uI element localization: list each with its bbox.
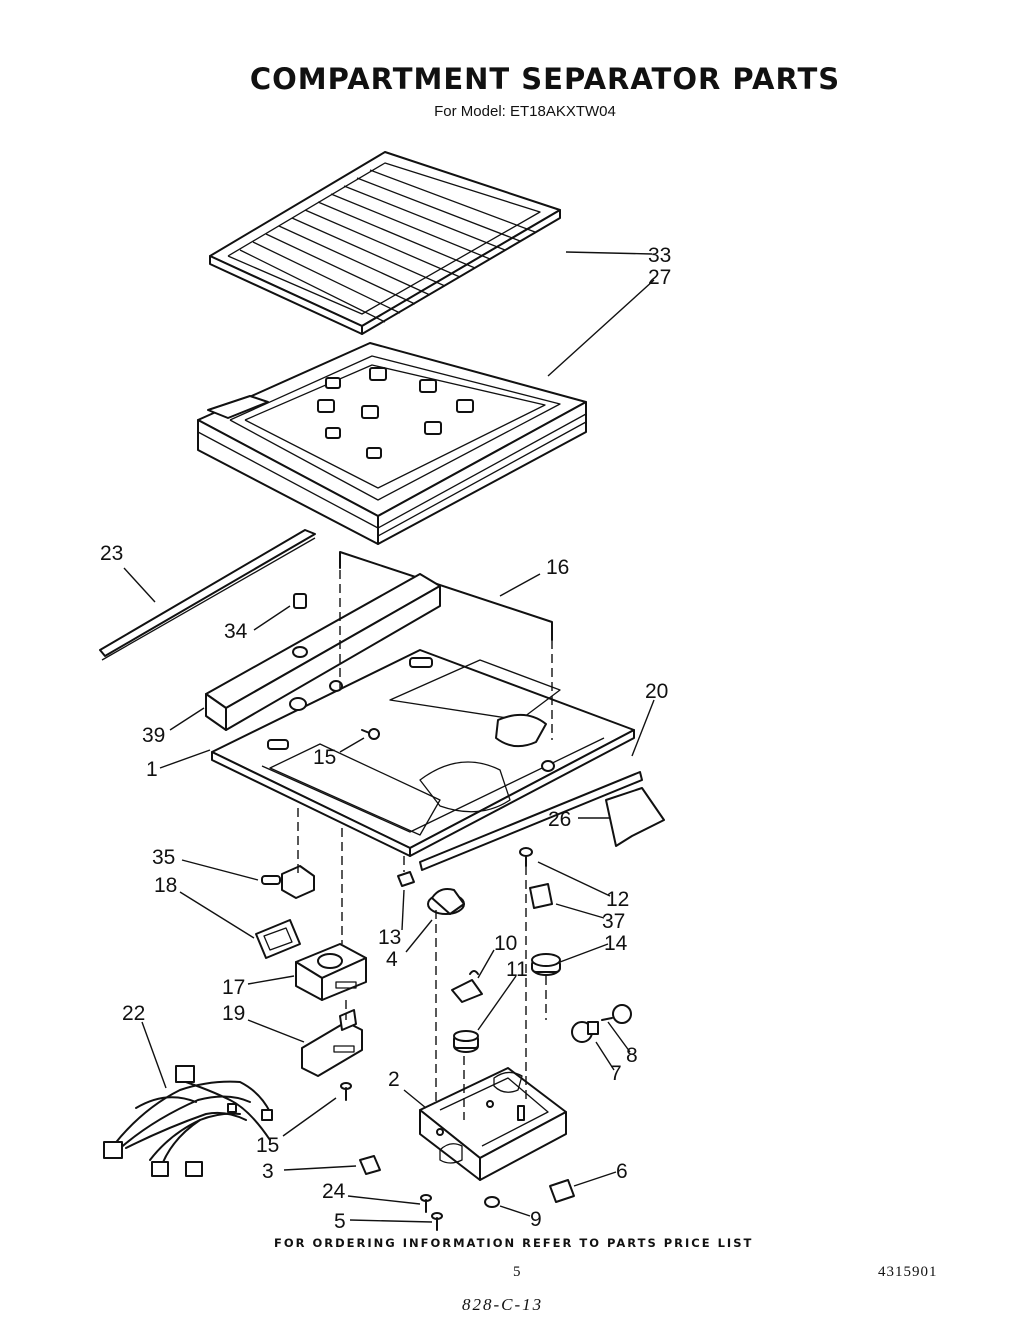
part-2-mounting-bracket <box>419 1067 567 1181</box>
callout-37: 37 <box>602 910 625 933</box>
callout-1: 1 <box>146 758 158 781</box>
alignment-lines <box>297 570 553 1120</box>
callout-16: 16 <box>546 556 569 579</box>
part-5-screw <box>431 1212 443 1231</box>
callout-3: 3 <box>262 1160 274 1183</box>
part-19-bracket <box>301 1009 363 1077</box>
callout-23: 23 <box>100 542 123 565</box>
callout-35: 35 <box>152 846 175 869</box>
part-13-clip <box>397 871 415 887</box>
part-37-plate <box>529 883 553 909</box>
part-3-clip <box>359 1155 381 1175</box>
callout-33: 33 <box>648 244 671 267</box>
callout-39: 39 <box>142 724 165 747</box>
part-16-wire <box>339 551 553 641</box>
callout-19: 19 <box>222 1002 245 1025</box>
part-39-foam-block <box>205 573 441 731</box>
callout-34: 34 <box>224 620 248 643</box>
callout-27: 27 <box>648 266 671 289</box>
callout-14: 14 <box>604 932 628 955</box>
ordering-info-note: FOR ORDERING INFORMATION REFER TO PARTS … <box>274 1236 754 1250</box>
callout-11: 11 <box>506 958 528 981</box>
callout-4: 4 <box>386 948 398 971</box>
part-4-damper <box>427 888 465 915</box>
part-6-switch <box>549 1179 575 1203</box>
part-23-strip <box>99 529 316 661</box>
callout-18: 18 <box>154 874 177 897</box>
part-12-screw <box>519 847 533 867</box>
part-7-light-socket <box>571 1021 599 1043</box>
part-15-screw-lower <box>340 1082 352 1101</box>
part-20-strip <box>419 771 643 871</box>
part-35-bracket <box>261 865 315 899</box>
callout-13: 13 <box>378 926 401 949</box>
callout-17: 17 <box>222 976 245 999</box>
part-24-screw <box>420 1194 432 1213</box>
callout-22: 22 <box>122 1002 145 1025</box>
callout-6: 6 <box>616 1160 628 1183</box>
document-number: 4315901 <box>878 1264 938 1280</box>
part-11-knob <box>453 1030 479 1053</box>
callout-8: 8 <box>626 1044 638 1067</box>
part-8-light-bulb <box>601 1004 632 1024</box>
callout-12: 12 <box>606 888 629 911</box>
callout-15-lower: 15 <box>256 1134 279 1157</box>
part-22-wiring-harness <box>103 1065 273 1177</box>
callout-9: 9 <box>530 1208 542 1231</box>
part-15-screw-upper <box>361 728 380 740</box>
part-17-control-housing <box>295 943 367 1001</box>
part-9-plug <box>484 1196 500 1208</box>
callout-10: 10 <box>494 932 517 955</box>
part-10-switch <box>451 970 483 1003</box>
callout-7: 7 <box>610 1062 622 1085</box>
part-33-shelf-grille <box>209 151 561 335</box>
part-1-separator-base <box>211 649 635 857</box>
part-18-plate <box>255 919 301 959</box>
leader-lines <box>123 251 655 1223</box>
callout-2: 2 <box>388 1068 400 1091</box>
page-title: COMPARTMENT SEPARATOR PARTS <box>249 62 841 96</box>
page-number: 5 <box>513 1264 521 1280</box>
handwritten-note: 828-C-13 <box>462 1295 544 1314</box>
part-34-bushing <box>292 593 308 658</box>
part-27-frame <box>197 342 587 545</box>
callout-26: 26 <box>548 808 571 831</box>
model-subtitle: For Model: ET18AKXTW04 <box>434 103 616 120</box>
callout-20: 20 <box>645 680 668 703</box>
callout-24: 24 <box>322 1180 346 1203</box>
callout-15-upper: 15 <box>313 746 336 769</box>
part-26-insulation <box>605 787 665 847</box>
part-14-knob <box>531 953 561 976</box>
callout-5: 5 <box>334 1210 346 1233</box>
